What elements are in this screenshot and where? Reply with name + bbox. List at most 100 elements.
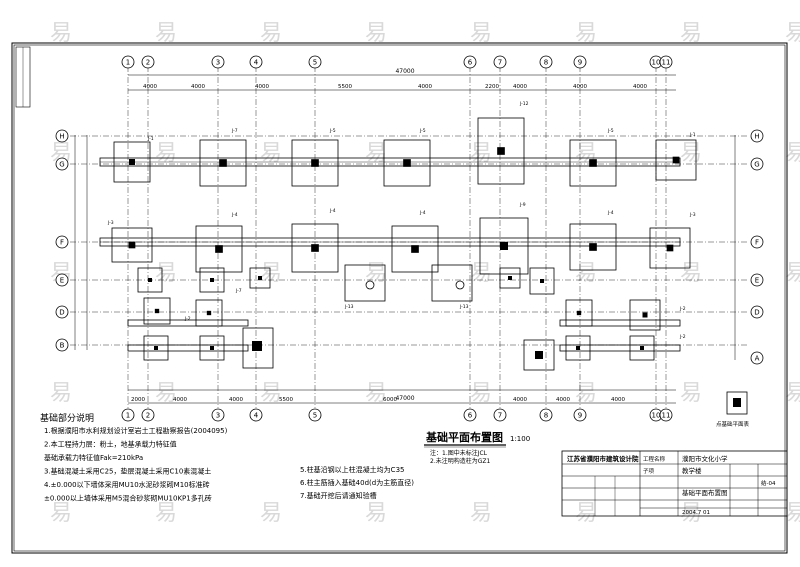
axis-bubble-label: B	[60, 342, 65, 350]
axis-bubble-label: 2	[146, 59, 150, 67]
footing-tag: J-2	[679, 334, 686, 340]
column-core	[589, 159, 597, 167]
title-block-sub-label: 子项	[643, 468, 655, 475]
watermark: 易	[260, 21, 282, 46]
axis-bubble	[55, 129, 69, 143]
footing-tag: J-13	[459, 304, 469, 310]
outer-frame	[11, 42, 788, 554]
footing-tag: J-3	[107, 220, 114, 226]
axis-bubble-label: 9	[578, 412, 582, 420]
axis-bubble-label: G	[59, 161, 64, 169]
footing-tag: J-1	[147, 136, 154, 142]
top-dimension-label: 4000	[513, 84, 527, 90]
watermark: 易	[470, 141, 492, 166]
column-core	[576, 346, 580, 350]
axis-bubble-label: 6	[468, 412, 473, 420]
column-core	[210, 278, 214, 282]
footing-outline	[249, 267, 271, 289]
axis-bubble-label: 11	[662, 59, 671, 67]
title-block-drawing-title: 基础平面布置图	[682, 488, 728, 497]
watermark: 易	[155, 381, 177, 406]
overall-dim-top: 47000	[395, 68, 414, 75]
watermark: 易	[680, 261, 702, 286]
axis-bubble	[659, 408, 673, 422]
footing-tag: J-2	[184, 316, 191, 322]
watermark: 易	[155, 141, 177, 166]
foundation-beams	[99, 157, 681, 352]
footing-outline	[569, 139, 617, 187]
watermark: 易	[470, 501, 492, 526]
axis-bubble-label: D	[59, 309, 64, 317]
notes-list: 1.根据濮阳市水利规划设计室岩土工程勘察报告(2004095)2.本工程持力层：…	[44, 426, 228, 503]
dimension-lines	[74, 74, 736, 404]
bottom-dimension-label: 4000	[556, 397, 570, 403]
footing-tag: J-3	[689, 212, 696, 218]
watermark: 易	[260, 501, 282, 526]
axis-bubble	[121, 408, 135, 422]
bottom-dimension-label: 2000	[131, 397, 145, 403]
footing-outline	[569, 223, 617, 271]
footing-tag: J-7	[235, 288, 242, 294]
axis-bubble-label: H	[754, 133, 759, 141]
axis-bubble-label: 8	[544, 59, 548, 67]
note-line: 4.±0.000以下墙体采用MU10水泥砂浆砌M10标准砖	[44, 480, 210, 489]
column-core	[128, 241, 136, 249]
axis-bubble	[750, 157, 764, 171]
axis-bubble-label: 6	[468, 59, 473, 67]
pad-footings	[111, 117, 697, 361]
axis-bubble-label: 5	[313, 59, 317, 67]
watermark: 易	[680, 381, 702, 406]
note-line-right: 5.柱基沿钢以上柱混凝土均为C35	[300, 465, 404, 474]
column-core	[576, 310, 582, 316]
axis-bubble	[573, 55, 587, 69]
top-dimension-label: 5500	[338, 84, 352, 90]
footing-outline	[195, 225, 243, 273]
column-core	[642, 312, 648, 318]
axis-bubble	[141, 55, 155, 69]
watermark: 易	[260, 141, 282, 166]
axis-bubble-label: F	[60, 239, 64, 247]
title-block	[561, 450, 788, 517]
axis-bubble-label: 1	[126, 412, 130, 420]
legend-note-1: 注：1.图中未标注JCL	[430, 449, 488, 457]
footing-tag: J-4	[329, 208, 336, 214]
watermark: 易	[575, 381, 597, 406]
axis-bubble-label: 2	[146, 412, 150, 420]
footing-outline	[655, 139, 697, 181]
column-core	[508, 276, 512, 280]
legend-note-2: 2.未注明构造柱为GZ1	[430, 457, 490, 465]
watermark: 易	[260, 261, 282, 286]
axis-bubble-label: E	[755, 277, 759, 285]
detail-box	[726, 391, 748, 415]
watermark: 易	[575, 261, 597, 286]
watermark: 易	[365, 261, 387, 286]
axis-bubble	[249, 55, 263, 69]
footing-tag: J-4	[231, 212, 238, 218]
column-core	[154, 346, 158, 350]
footing-outline	[195, 299, 223, 327]
axis-bubble	[55, 157, 69, 171]
watermark: 易	[50, 501, 72, 526]
footing-outline	[137, 267, 163, 293]
footing-tag: J-7	[231, 128, 238, 134]
axis-bubble	[573, 408, 587, 422]
note-line: ±0.000以上墙体采用M5混合砂浆砌MU10KP1多孔砖	[44, 494, 212, 503]
footing-outline	[199, 267, 225, 293]
notes-list-right: 5.柱基沿钢以上柱混凝土均为C356.柱主筋插入基础40d(d为主筋直径)7.基…	[300, 465, 414, 500]
watermark: 易	[575, 21, 597, 46]
footing-outline	[113, 141, 151, 183]
watermark: 易	[155, 501, 177, 526]
bottom-dimension-label: 4000	[173, 397, 187, 403]
axis-bubble-label: H	[59, 133, 64, 141]
watermark: 易	[365, 141, 387, 166]
axis-bubble-label: 11	[662, 412, 671, 420]
axis-bubble	[55, 273, 69, 287]
column-core	[411, 245, 419, 253]
column-core	[311, 244, 319, 252]
watermark: 易	[260, 381, 282, 406]
footing-tag: J-9	[519, 202, 526, 208]
ramp-footing	[523, 339, 555, 371]
column-core	[258, 276, 262, 280]
